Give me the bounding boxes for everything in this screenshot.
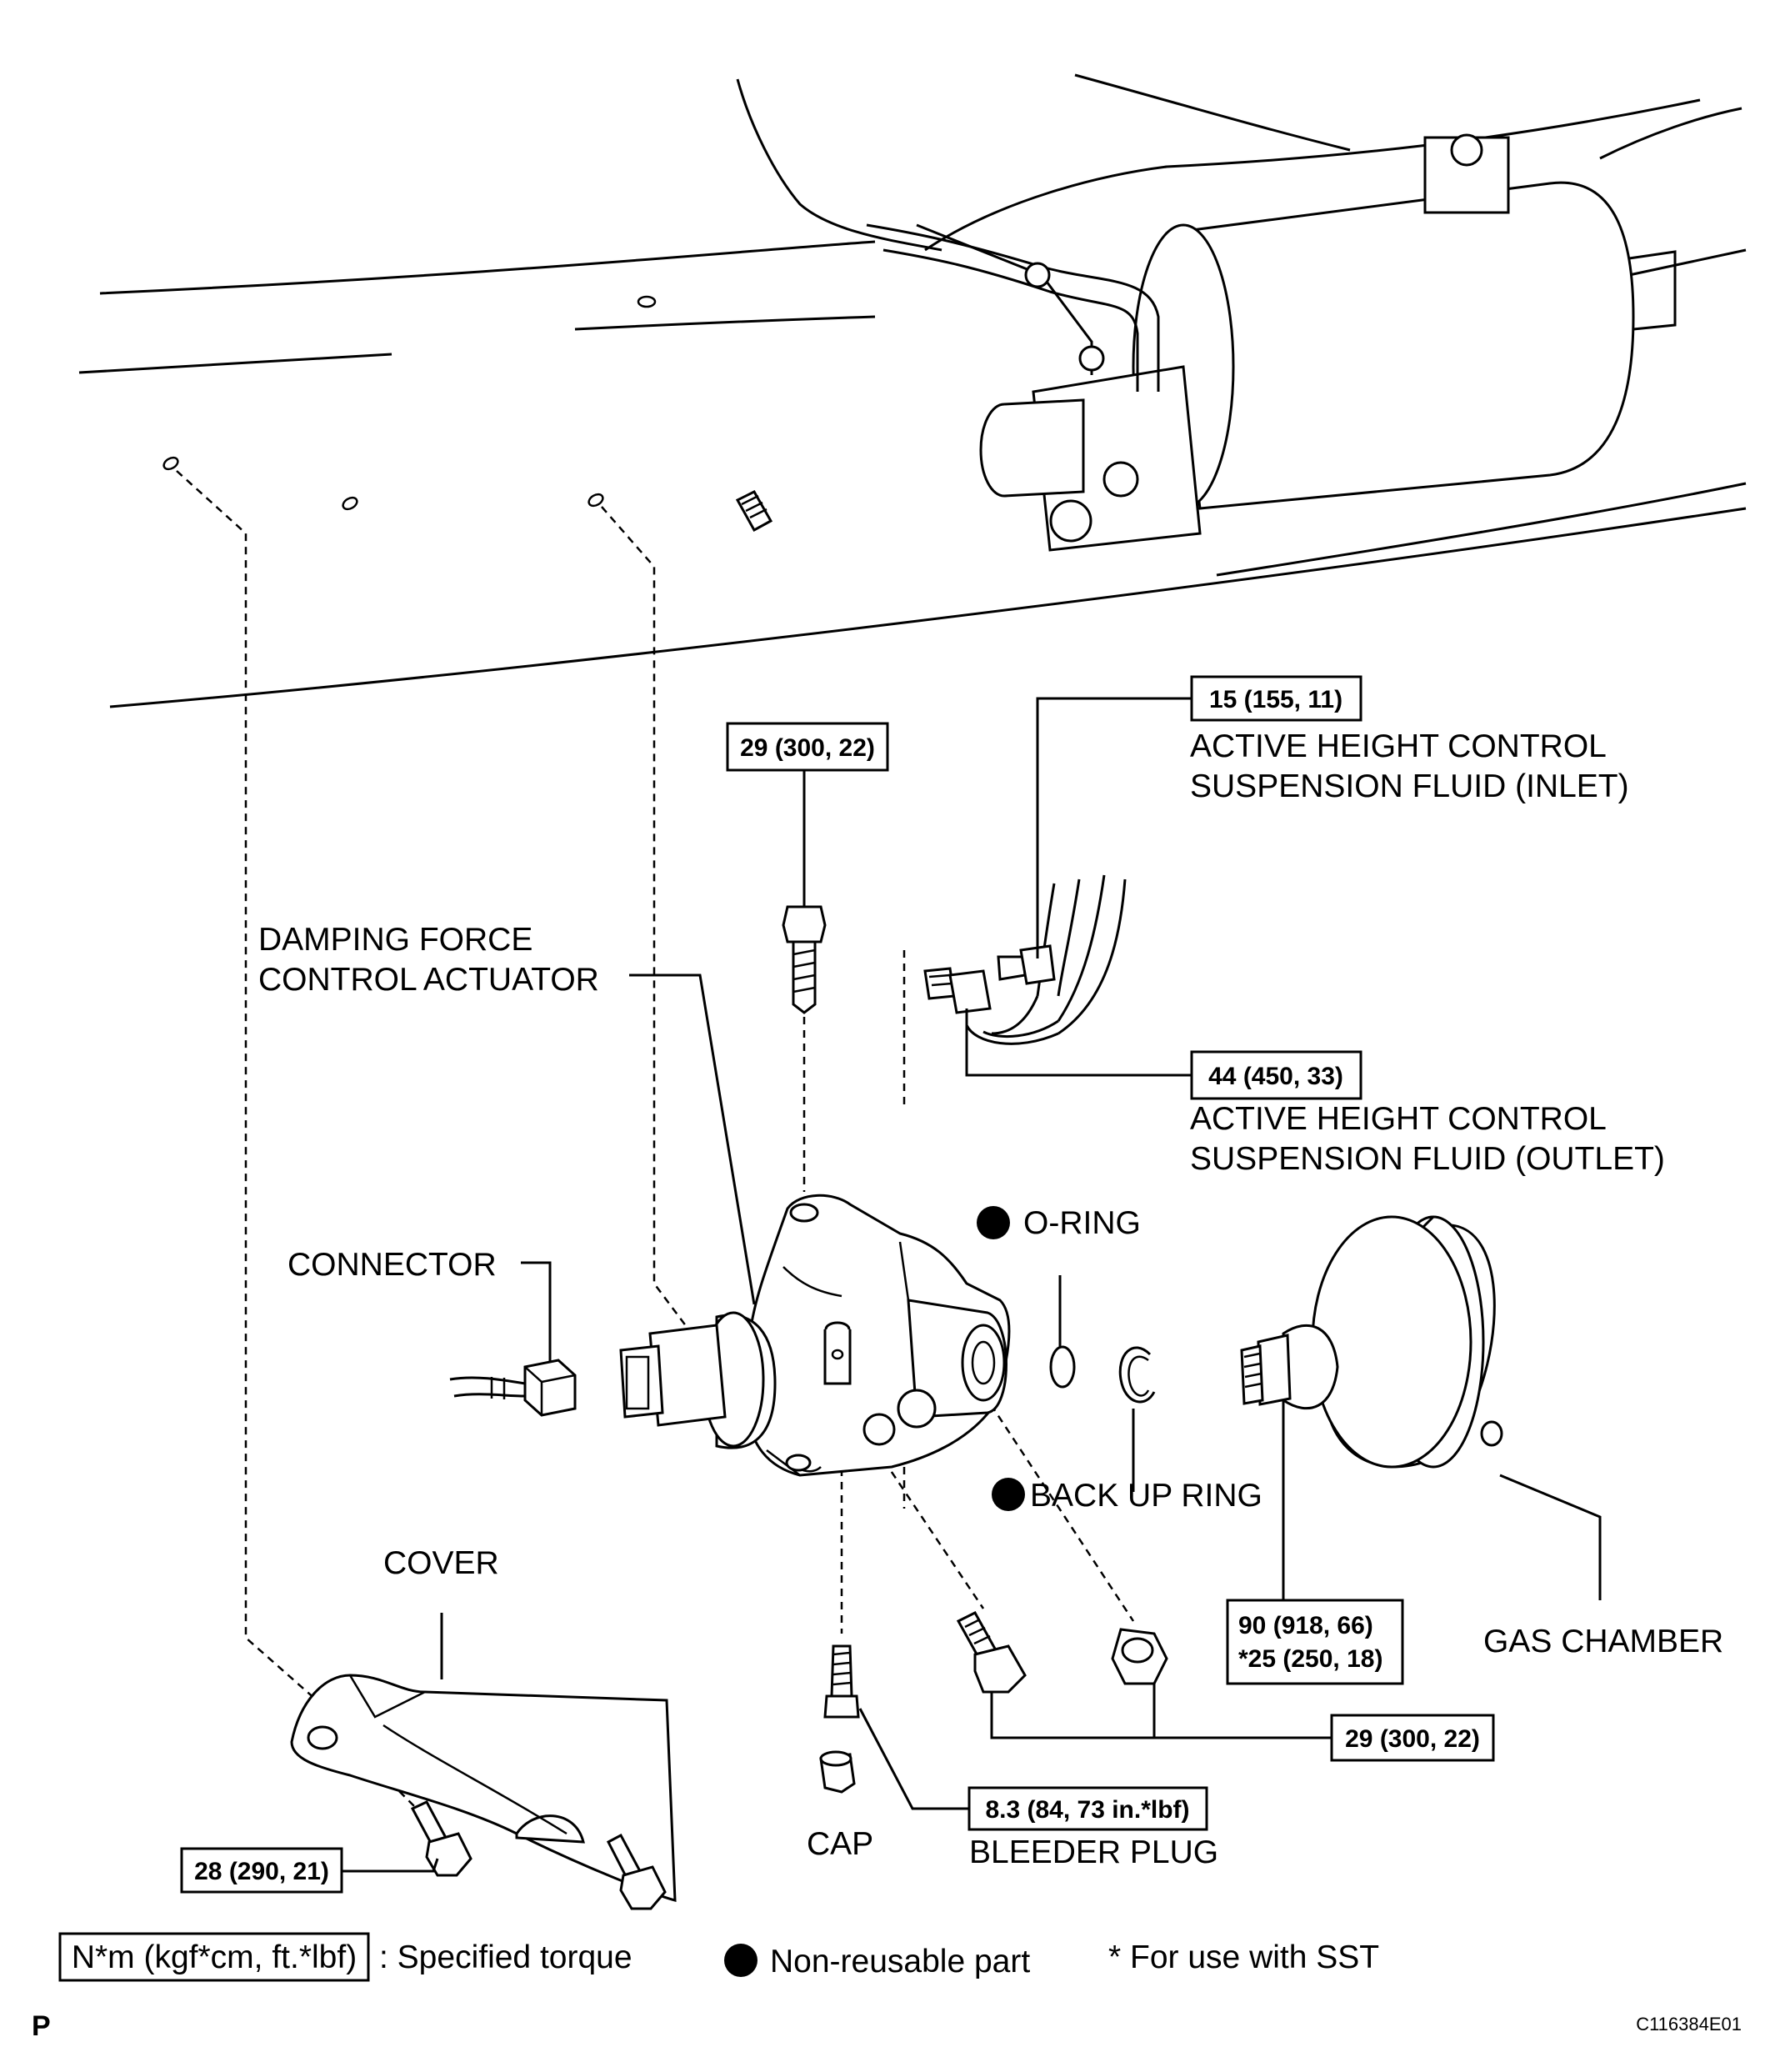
- torque-outlet: 44 (450, 33): [1190, 1050, 1362, 1100]
- fluid-inlet-label-2: SUSPENSION FLUID (INLET): [1190, 768, 1629, 804]
- bleeder-plug-label: BLEEDER PLUG: [969, 1834, 1218, 1870]
- damping-actuator-label-2: CONTROL ACTUATOR: [258, 962, 599, 998]
- torque-gas-chamber: 90 (918, 66) *25 (250, 18): [1226, 1599, 1404, 1685]
- gas-chamber-label: GAS CHAMBER: [1483, 1624, 1723, 1659]
- legend-non-reusable: Non-reusable part: [770, 1944, 1030, 1979]
- top-bolt: [782, 905, 827, 1014]
- fluid-inlet-label-1: ACTIVE HEIGHT CONTROL: [1190, 728, 1607, 764]
- fluid-outlet-label-2: SUSPENSION FLUID (OUTLET): [1190, 1141, 1665, 1177]
- svg-text:28 (290, 21): 28 (290, 21): [194, 1858, 329, 1885]
- cap-label: CAP: [807, 1826, 873, 1862]
- connector-label: CONNECTOR: [288, 1247, 497, 1283]
- cover-label: COVER: [383, 1545, 499, 1581]
- p-code: P: [32, 2010, 51, 2042]
- gas-chamber-part: [1240, 1215, 1503, 1469]
- o-ring-label: O-RING: [1023, 1205, 1141, 1241]
- cover-bolts: [410, 1800, 667, 1910]
- non-reusable-dot-oring: [977, 1206, 1010, 1239]
- fluid-outlet-label-1: ACTIVE HEIGHT CONTROL: [1190, 1101, 1607, 1137]
- connector-part: [449, 1359, 577, 1417]
- legend: N*m (kgf*cm, ft.*lbf) : Specified torque…: [58, 1932, 1379, 1982]
- legend-torque-unit: N*m (kgf*cm, ft.*lbf): [72, 1939, 357, 1975]
- frame-holes: [162, 456, 773, 533]
- torque-inlet: 15 (155, 11): [1190, 675, 1362, 722]
- fluid-lines: [923, 874, 1127, 1045]
- legend-torque-desc: : Specified torque: [379, 1939, 632, 1975]
- figure-id: C116384E01: [1636, 2014, 1742, 2034]
- rings: [1049, 1345, 1156, 1404]
- torque-bleeder-plug: 8.3 (84, 73 in.*lbf): [968, 1786, 1208, 1831]
- svg-text:29 (300, 22): 29 (300, 22): [1345, 1725, 1480, 1753]
- back-up-ring-label: BACK UP RING: [1030, 1478, 1262, 1514]
- cover-part: [290, 1674, 677, 1902]
- svg-text:8.3 (84, 73 in.*lbf): 8.3 (84, 73 in.*lbf): [985, 1796, 1189, 1824]
- damping-force-actuator: [619, 1194, 1011, 1477]
- bleeder-plug-part: [819, 1644, 860, 1794]
- svg-text:29 (300, 22): 29 (300, 22): [740, 734, 875, 762]
- damping-actuator-label-1: DAMPING FORCE: [258, 922, 532, 958]
- svg-text:90 (918, 66): 90 (918, 66): [1238, 1612, 1373, 1639]
- legend-sst-note: * For use with SST: [1108, 1939, 1379, 1975]
- svg-text:44 (450, 33): 44 (450, 33): [1208, 1063, 1343, 1090]
- non-reusable-dot-backup: [992, 1478, 1025, 1511]
- torque-cover-bolt: 28 (290, 21): [180, 1847, 343, 1894]
- vehicle-frame: [78, 73, 1747, 708]
- svg-text:*25 (250, 18): *25 (250, 18): [1238, 1645, 1382, 1673]
- leader-lines: [342, 697, 1602, 1873]
- torque-lower-bolts: 29 (300, 22): [1330, 1714, 1495, 1762]
- legend-non-reusable-dot: [724, 1944, 758, 1977]
- suspension-cylinder: [866, 133, 1677, 552]
- svg-text:15 (155, 11): 15 (155, 11): [1209, 686, 1342, 713]
- lower-fasteners: [956, 1611, 1168, 1694]
- torque-top-bolt: 29 (300, 22): [726, 722, 889, 772]
